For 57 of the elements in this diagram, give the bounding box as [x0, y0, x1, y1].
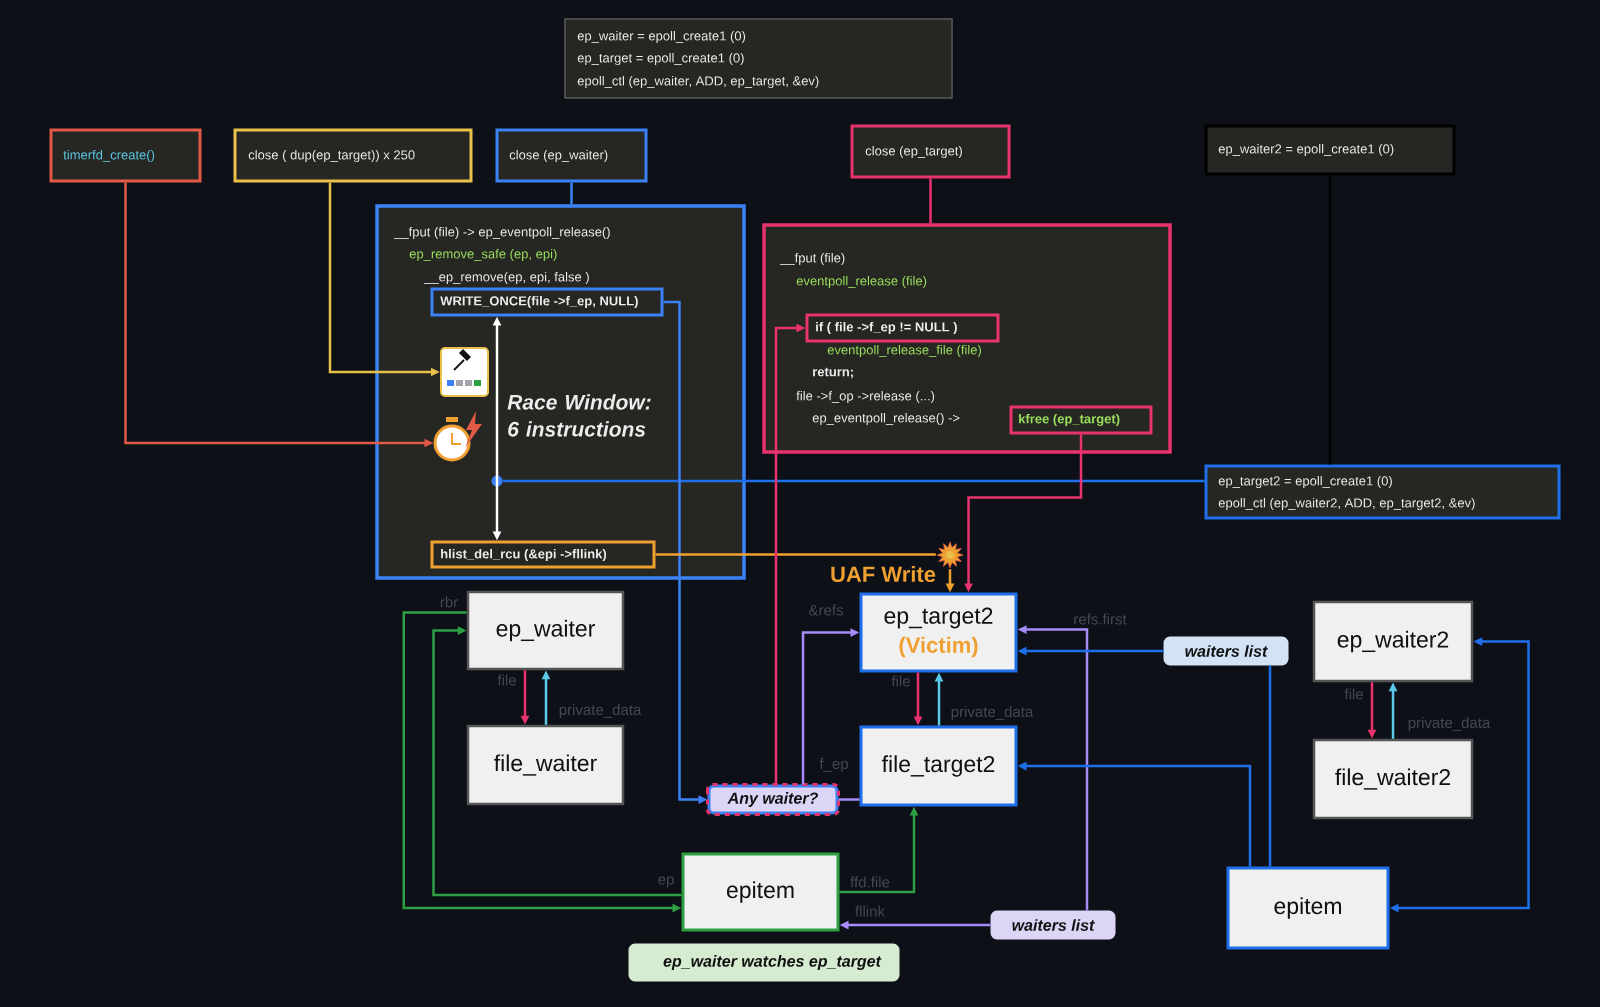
edge-label: ffd.file [850, 876, 890, 888]
code-box: ep_target2 = epoll_create1 (0) epoll_ctl (ep_waiter2, ADD, ep_target2, &ev) [1204, 464, 1561, 520]
note-box: ep_waiter watches ep_target [628, 943, 900, 982]
code-box: close (ep_waiter) [495, 128, 648, 183]
struct-box: ep_waiter2 [1312, 600, 1474, 683]
struct-box: ep_waiter [466, 590, 625, 671]
node-label: __fput (file) [780, 252, 845, 266]
connector-line [655, 553, 936, 556]
edge-label: private_data [559, 704, 642, 718]
edge-label: file [497, 674, 516, 686]
struct-box: epitem [1226, 866, 1390, 950]
node-label: Race Window: 6 instructions [507, 394, 651, 437]
struct-box: file_waiter2 [1312, 738, 1474, 820]
code-box: close (ep_target) [850, 124, 1011, 179]
node-label: ep_remove_safe (ep, epi) [409, 248, 557, 262]
code-box: close ( dup(ep_target)) x 250 [233, 128, 473, 183]
tag-box: waiters list [990, 910, 1116, 940]
edge-label: refs.first [1074, 613, 1127, 625]
hammer-icon [440, 347, 489, 397]
decision-box: Any waiter? [706, 783, 840, 816]
burst-icon [936, 541, 964, 569]
code-box: hlist_del_rcu (&epi ->fllink) [430, 540, 656, 569]
connector-line [838, 798, 860, 801]
edge-label: fllink [855, 905, 885, 917]
code-box: kfree (ep_target) [1009, 405, 1153, 435]
arrow [432, 626, 682, 897]
node-label: file ->f_op ->release (...) [796, 390, 935, 404]
struct-box: file_waiter [466, 724, 625, 806]
connector-line [570, 182, 573, 205]
edge-label: rbr [440, 596, 458, 608]
node-label: ep_eventpoll_release() -> [812, 412, 960, 426]
edge-label: private_data [951, 706, 1034, 720]
code-box: if ( file ->f_ep != NULL ) [805, 313, 1000, 343]
edge-label: private_data [1408, 717, 1491, 731]
edge-label: UAF Write [831, 565, 936, 583]
node-label: __ep_remove(ep, epi, false ) [424, 271, 589, 285]
edge-label: ep [658, 876, 674, 888]
edge-label: file [891, 675, 910, 687]
struct-box: ep_target2 (Victim) [859, 592, 1018, 673]
connector-line [502, 479, 1205, 483]
node-label: eventpoll_release (file) [796, 275, 927, 289]
stopwatch-icon [433, 411, 482, 462]
code-box: timerfd_create() [49, 128, 202, 183]
tag-box: waiters list [1163, 636, 1289, 666]
code-box: ep_waiter = epoll_create1 (0) ep_target = epoll_create1 (0) epoll_ctl (ep_waiter, ADD, ep_target, &ev) [564, 18, 953, 99]
edge-label: f_ep [819, 758, 848, 772]
node-label: return; [813, 367, 853, 379]
struct-box: file_target2 [859, 725, 1018, 807]
connector-line [1268, 665, 1272, 867]
code-box: ep_waiter2 = epoll_create1 (0) [1204, 124, 1456, 176]
node-label: eventpoll_release_file (file) [827, 344, 982, 358]
code-box: WRITE_ONCE(file ->f_ep, NULL) [430, 287, 664, 317]
edge-label: &refs [809, 604, 843, 616]
connector-line [929, 178, 932, 224]
edge-label: file [1344, 688, 1363, 700]
node-label: __fput (file) -> ep_eventpoll_release() [394, 226, 610, 240]
struct-box: epitem [681, 852, 840, 932]
